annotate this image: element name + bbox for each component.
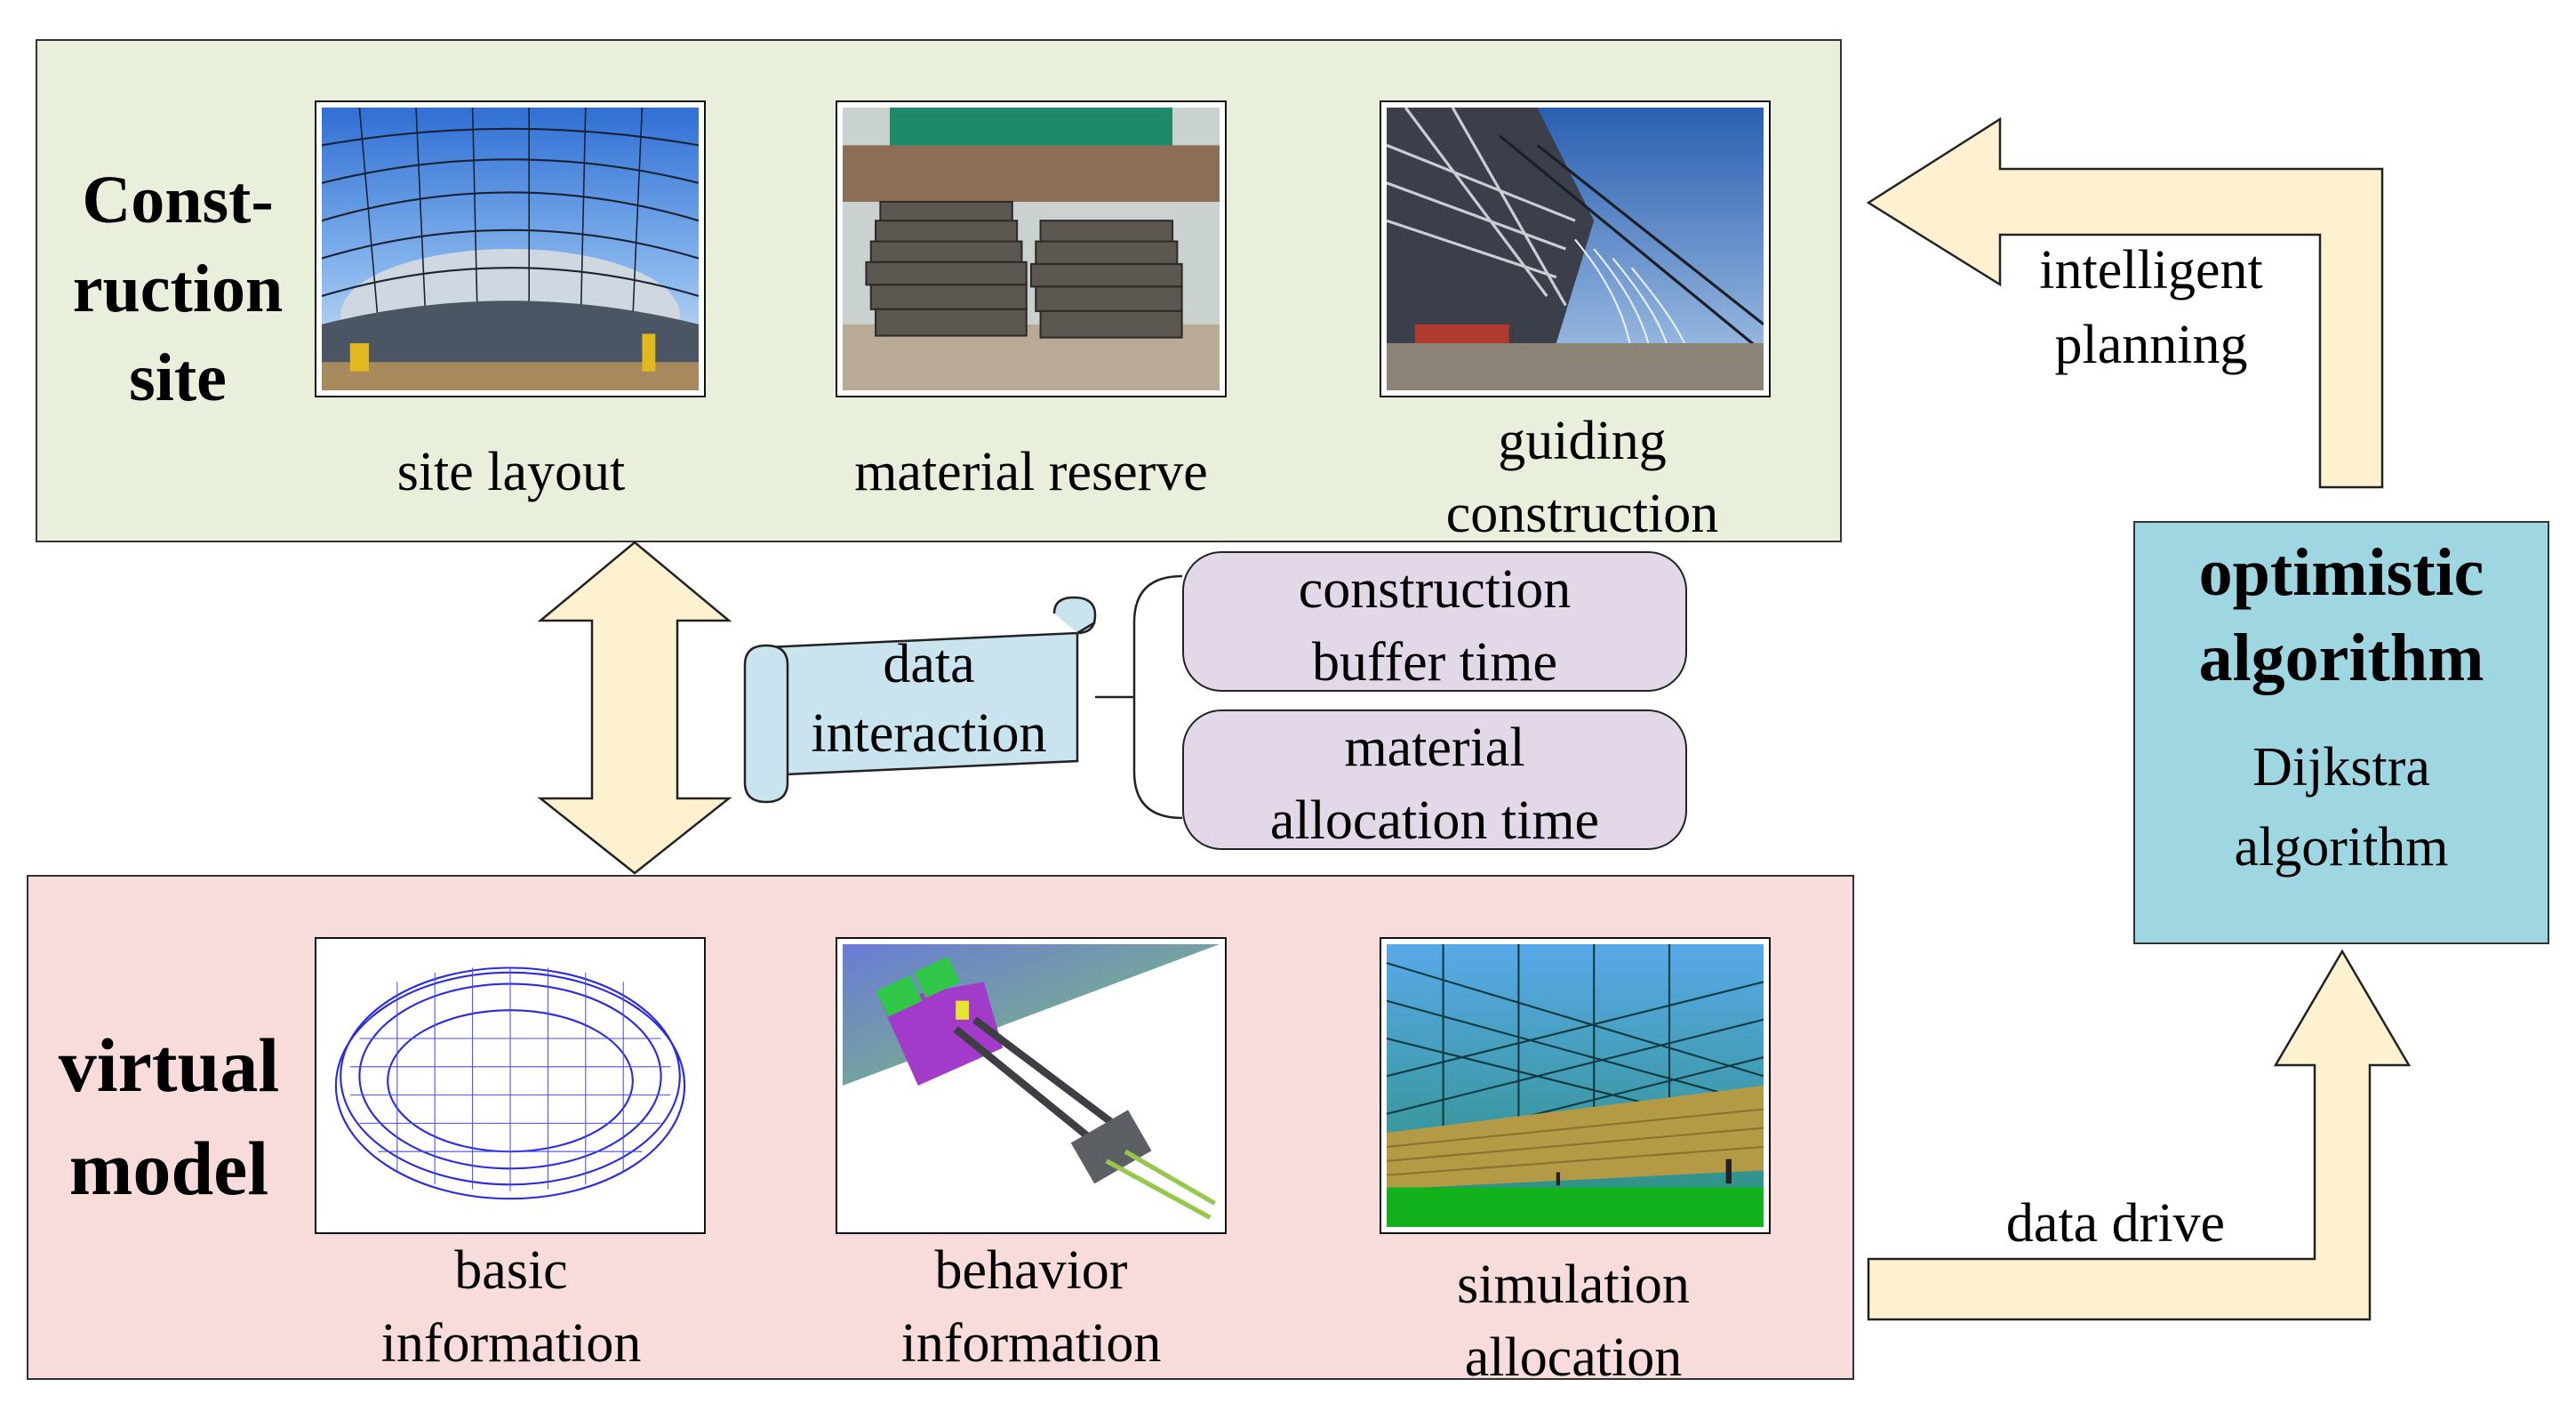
dijkstra-algorithm-line2: algorithm [2234, 817, 2449, 878]
site-layout-photo [315, 100, 706, 397]
optimistic-algorithm-box [2133, 521, 2549, 944]
behavior-information-caption-line2: information [900, 1313, 1162, 1374]
basic-information-image [315, 937, 706, 1234]
virtual-model-title-line1: virtual [58, 1022, 280, 1108]
guiding-construction-caption-line1: guiding [1498, 411, 1667, 471]
virtual-model-title-line2: model [68, 1126, 269, 1211]
construction-buffer-time-line2: buffer time [1311, 632, 1558, 693]
virtual-model-title: virtual model [36, 1014, 302, 1220]
basic-information-caption-line1: basic [454, 1240, 568, 1301]
data-drive-arrow [1867, 949, 2412, 1321]
simulation-allocation-caption-line2: allocation [1464, 1327, 1683, 1388]
behavior-information-caption: behavior information [822, 1234, 1240, 1380]
optimistic-algorithm-title-line2: algorithm [2198, 621, 2484, 695]
construction-buffer-time-pill: construction buffer time [1182, 551, 1687, 693]
simulation-allocation-image [1380, 937, 1771, 1234]
basic-information-caption: basic information [302, 1234, 720, 1380]
site-layout-caption: site layout [396, 442, 626, 502]
guiding-construction-caption-line2: construction [1445, 484, 1719, 544]
data-interaction-label-line2: interaction [811, 703, 1047, 764]
material-allocation-time-pill: material allocation time [1182, 710, 1687, 851]
construction-site-title-line2: ruction [72, 252, 284, 326]
material-allocation-time-line1: material [1344, 718, 1525, 778]
material-reserve-caption: material reserve [854, 442, 1208, 502]
construction-site-title-line3: site [129, 341, 227, 415]
dijkstra-algorithm-label: Dijkstra algorithm [2137, 727, 2546, 887]
guiding-construction-photo [1380, 100, 1771, 397]
basic-information-caption-line2: information [380, 1313, 642, 1374]
simulation-allocation-caption: simulation allocation [1369, 1248, 1778, 1394]
data-interaction-label: data interaction [782, 629, 1076, 768]
construction-site-title: Const- ruction site [49, 156, 307, 422]
data-drive-label: data drive [2005, 1193, 2226, 1254]
double-arrow-icon [537, 541, 732, 875]
intelligent-planning-arrow [1866, 116, 2384, 489]
simulation-allocation-caption-line1: simulation [1457, 1255, 1690, 1315]
optimistic-algorithm-title-line1: optimistic [2198, 535, 2484, 610]
data-interaction-label-line1: data [883, 634, 975, 694]
behavior-information-caption-line1: behavior [934, 1240, 1128, 1301]
material-reserve-photo [836, 100, 1227, 397]
construction-buffer-time-line1: construction [1298, 559, 1572, 620]
optimistic-algorithm-title: optimistic algorithm [2137, 530, 2546, 701]
dijkstra-algorithm-line1: Dijkstra [2252, 737, 2430, 798]
guiding-construction-caption: guiding construction [1387, 405, 1778, 550]
intelligent-planning-line2: planning [2054, 315, 2248, 375]
construction-site-title-line1: Const- [82, 163, 274, 237]
intelligent-planning-label: intelligent planning [2000, 233, 2302, 382]
intelligent-planning-line1: intelligent [2039, 240, 2263, 301]
data-interaction-scroll-icon [743, 596, 1097, 804]
behavior-information-image [836, 937, 1227, 1234]
material-allocation-time-line2: allocation time [1269, 790, 1600, 851]
bracket-connector [1095, 574, 1183, 820]
